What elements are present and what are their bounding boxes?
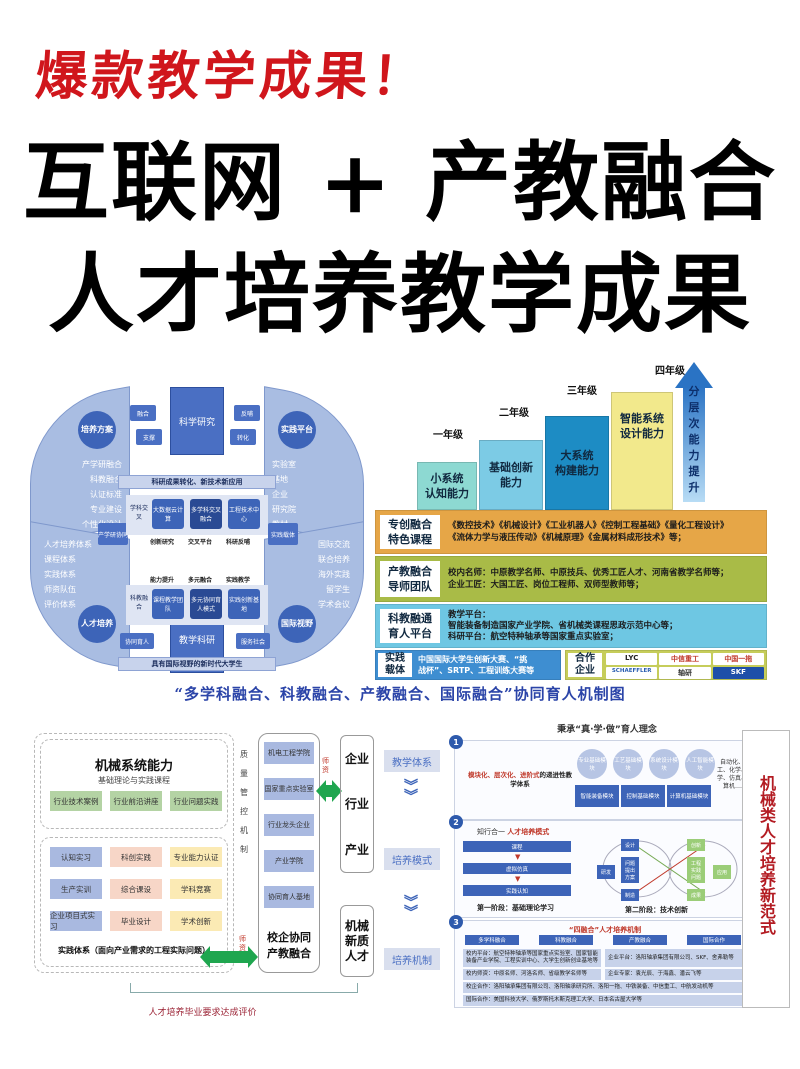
arrow-chip-1: 融合: [130, 405, 156, 421]
badge-international: 国际视野: [278, 605, 316, 643]
list-international: 国际交流 联合培养 海外实践 留学生 学术会议: [318, 540, 350, 609]
framework-subtitle: 基础理论与实践课程: [98, 776, 170, 785]
logo-yituo: 中国一拖: [712, 653, 764, 665]
industry-box: 企业 行业 产业: [340, 735, 374, 873]
step-grade-2: 基础创新 能力: [479, 440, 543, 510]
layer-mentor-team: 产教融合 导师团队 校内名师：中原教学名师、中原技兵、优秀工匠人才、河南省教学名…: [375, 556, 767, 602]
panel-training-mode: 2 知行合一 人才培养模式 课程 ▼ 虚拟仿真 ▼ 实践认知 第一阶段：基础理论…: [449, 815, 754, 918]
grade-4-label: 四年级: [655, 366, 685, 377]
arrow-down-icon: ▼: [515, 875, 521, 883]
badge-practice-platform: 实践平台: [278, 411, 316, 449]
badge-talent-cultivation: 人才培养: [78, 605, 116, 643]
title-line-1: 互联网 + 产教融合: [23, 132, 777, 233]
logo-citic: 中信重工: [659, 653, 711, 665]
tag-training-mechanism: 培养机制: [384, 948, 440, 970]
layer-education-platform: 科教融通 育人平台 教学平台： 智能装备制造国家产业学院、省机械类课程思政示范中…: [375, 604, 767, 648]
ability-staircase-diagram: 小系统 认知能力 一年级 基础创新 能力 二年级 大系统 构建能力 三年级 智能…: [375, 362, 785, 680]
paradigm-title-box: 机械类人才培养新范式: [742, 730, 790, 1008]
arrow-down-icon: ▼: [515, 853, 521, 861]
box-scientific-research: 科学研究: [170, 387, 224, 455]
title-line-2: 人才培养教学成果: [48, 244, 752, 345]
double-arrow-icon: [200, 946, 258, 968]
partner-logos: LYC 中信重工 中国一拖 SCHAEFFLER 轴研 SKF: [604, 651, 766, 679]
logo-lyc: LYC: [606, 653, 658, 665]
chevron-down-icon: ︾︾: [404, 895, 418, 921]
step-grade-4: 智能系统 设计能力: [611, 392, 673, 510]
list-training-plan: 产学研融合 科教融合 认证标准 专业建设 个性化设计: [82, 460, 122, 529]
progress-up-arrow: 分层次能力提升: [675, 362, 713, 502]
list-practice-platform: 实验室 基地 企业 研究院 教材: [272, 460, 296, 529]
tag-teaching-system: 教学体系: [384, 750, 440, 772]
paradigm-header: 秉承“真·学·做”育人理念: [557, 725, 657, 735]
inner-panel-top: 学科交叉 大数据云计算 多学科交叉融合 工程技术中心: [126, 495, 268, 535]
evaluation-label: 人才培养毕业要求达成评价: [148, 1008, 257, 1018]
framework-diagram: 机械系统能力 基础理论与实践课程 行业技术案例 行业前沿讲座 行业问题实践 认知…: [30, 725, 375, 1025]
grade-1-label: 一年级: [433, 430, 463, 441]
step-grade-3: 大系统 构建能力: [545, 416, 609, 510]
badge-training-plan: 培养方案: [78, 411, 116, 449]
chevron-down-icon: ︾︾: [404, 779, 418, 805]
mechanism-caption: “多学科融合、科教融合、产教融合、国际融合”协同育人机制图: [174, 685, 626, 703]
arrow-up-icon: [675, 362, 713, 388]
layer-partner-companies: 合作 企业 LYC 中信重工 中国一拖 SCHAEFFLER 轴研 SKF: [565, 650, 767, 680]
layer-practice-carrier: 实践 载体 中国国际大学生创新大赛、“挑 战杯”、SRTP、工程训练大赛等: [375, 650, 561, 680]
double-arrow-icon: [316, 780, 342, 802]
inner-panel-bottom: 科教融合 课程教学团队 多元协同育人模式 实践创新基地: [126, 585, 268, 625]
band-bottom: 具有国际视野的新时代大学生: [118, 657, 276, 671]
step-grade-1: 小系统 认知能力: [417, 462, 477, 510]
grade-2-label: 二年级: [499, 408, 529, 419]
logo-skf: SKF: [712, 667, 764, 679]
arrow-chip-2: 支撑: [136, 429, 162, 445]
side-chip-left: 产学研协同: [98, 523, 128, 545]
grade-3-label: 三年级: [567, 386, 597, 397]
tagline: 爆款教学成果！: [33, 46, 430, 107]
paradigm-diagram: 秉承“真·学·做”育人理念 教学体系 ︾︾ 培养模式 ︾︾ 培养机制 1 模块化…: [382, 720, 794, 1020]
quality-control-vertical: 质量管控机制: [240, 750, 248, 854]
tag-training-mode: 培养模式: [384, 848, 440, 870]
layer-featured-courses: 专创融合 特色课程 《数控技术》《机械设计》《工业机器人》《控制工程基础》《量化…: [375, 510, 767, 554]
side-chip-right: 实践载体: [268, 523, 298, 545]
arrow-chip-4: 转化: [230, 429, 256, 445]
framework-title: 机械系统能力: [94, 759, 173, 774]
panel-training-mechanism: 3 “四融合”人才培养机制 多学科融合 科教融合 产教融合 国际合作 校内平台：…: [449, 915, 754, 1008]
arrow-chip-3: 反哺: [234, 405, 260, 421]
arrow-chip-6: 服务社会: [236, 633, 270, 649]
list-talent-cultivation: 人才培养体系 课程体系 实践体系 师资队伍 评价体系: [44, 540, 92, 609]
logo-zys: 轴研: [659, 667, 711, 679]
school-enterprise-column: 机电工程学院 国家重点实验室 行业龙头企业 产业学院 协同育人基地 校企协同 产…: [258, 733, 320, 973]
practice-system-label: 实践体系（面向产业需求的工程实际问题）: [58, 946, 210, 955]
logo-schaeffler: SCHAEFFLER: [606, 667, 658, 679]
arrow-chip-5: 协同育人: [120, 633, 154, 649]
synergy-circle-diagram: 培养方案 产学研融合 科教融合 认证标准 专业建设 个性化设计 人才培养 人才培…: [22, 365, 372, 675]
panel-teaching-system: 1 模块化、层次化、进阶式的递进性教学体系 专业基础模块 工艺基础模块 系统设计…: [449, 735, 754, 820]
band-top: 科研成果转化、新技术新应用: [118, 475, 276, 489]
new-talent-box: 机械 新质 人才: [340, 905, 374, 977]
